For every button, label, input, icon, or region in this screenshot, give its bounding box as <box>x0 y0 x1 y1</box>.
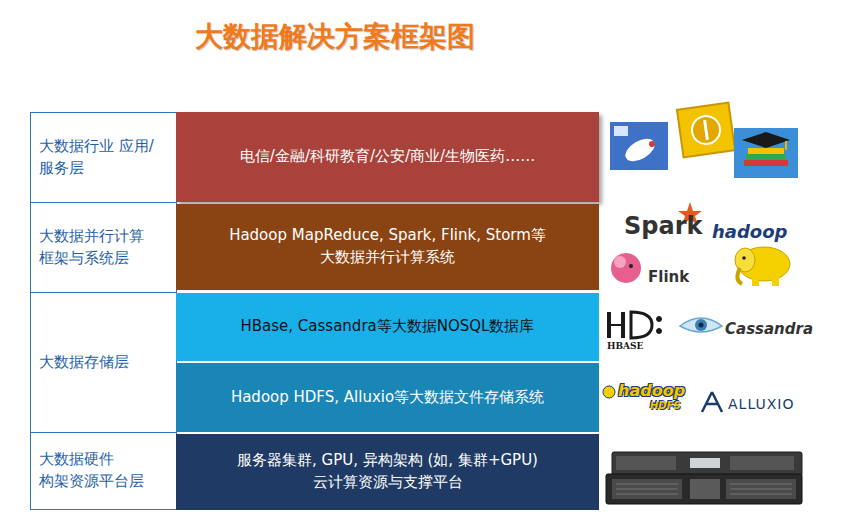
cassandra-eye <box>680 318 722 332</box>
logo-text: Spark <box>624 214 702 238</box>
layer-label-box: 大数据硬件 构架资源平台层 <box>30 432 177 510</box>
layer-content: HBase, Cassandra等大数据NOSQL数据库 <box>241 316 535 338</box>
layer-band: Hadoop HDFS, Alluxio等大数据文件存储系统 <box>176 363 599 432</box>
logo-text: HBASE <box>607 342 643 351</box>
layer-band: HBase, Cassandra等大数据NOSQL数据库 <box>176 293 599 361</box>
logo-text: hadoop <box>712 223 787 241</box>
diagram-title: 大数据解决方案框架图 <box>195 20 475 54</box>
layer-band: 电信/金融/科研教育/公安/商业/生物医药…… <box>176 112 599 202</box>
education-icon <box>734 128 798 178</box>
graduation-cap <box>742 132 790 148</box>
layer-band: 服务器集群, GPU, 异构架构 (如, 集群+GPU) 云计算资源与支撑平台 <box>176 434 599 510</box>
hdfs-elephant <box>603 386 615 398</box>
book <box>748 148 784 154</box>
logo-text: hadoop <box>618 383 685 399</box>
server-illustration <box>606 452 802 504</box>
logo-text: ALLUXIO <box>728 397 794 411</box>
layer-name: 大数据硬件 构架资源平台层 <box>39 449 170 493</box>
layer-content: 服务器集群, GPU, 异构架构 (如, 集群+GPU) 云计算资源与支撑平台 <box>218 450 558 494</box>
layer-band: Hadoop MapReduce, Spark, Flink, Storm等 大… <box>176 204 599 290</box>
layer-name: 大数据并行计算 框架与系统层 <box>39 226 170 270</box>
cap-tassel <box>785 141 787 150</box>
layer-name: 大数据存储层 <box>39 352 129 374</box>
flink-squirrel <box>611 253 641 283</box>
layer-content: 电信/金融/科研教育/公安/商业/生物医药…… <box>240 146 535 168</box>
book <box>744 160 788 166</box>
layer-label-box: 大数据行业 应用/服务层 <box>30 112 177 203</box>
telecom-icon-detail <box>622 134 659 166</box>
telecom-icon-detail <box>649 141 655 147</box>
layer-content: Hadoop HDFS, Alluxio等大数据文件存储系统 <box>231 387 544 409</box>
layer-label-box: 大数据并行计算 框架与系统层 <box>30 202 177 293</box>
alluxio-logo <box>702 392 722 412</box>
finance-icon <box>677 103 735 158</box>
hadoop-elephant <box>735 247 790 286</box>
industry-icons <box>610 103 798 178</box>
logo-text: Cassandra <box>725 322 813 337</box>
hbase-logo <box>609 312 662 338</box>
layer-content: Hadoop MapReduce, Spark, Flink, Storm等 大… <box>218 225 558 269</box>
logo-text: HDFS <box>650 401 681 411</box>
logo-text: Flink <box>648 270 689 285</box>
telecom-icon <box>610 122 668 170</box>
book <box>746 154 786 160</box>
telecom-icon-detail <box>614 126 628 136</box>
layer-label-box: 大数据存储层 <box>30 292 177 433</box>
layer-name: 大数据行业 应用/服务层 <box>39 136 170 180</box>
